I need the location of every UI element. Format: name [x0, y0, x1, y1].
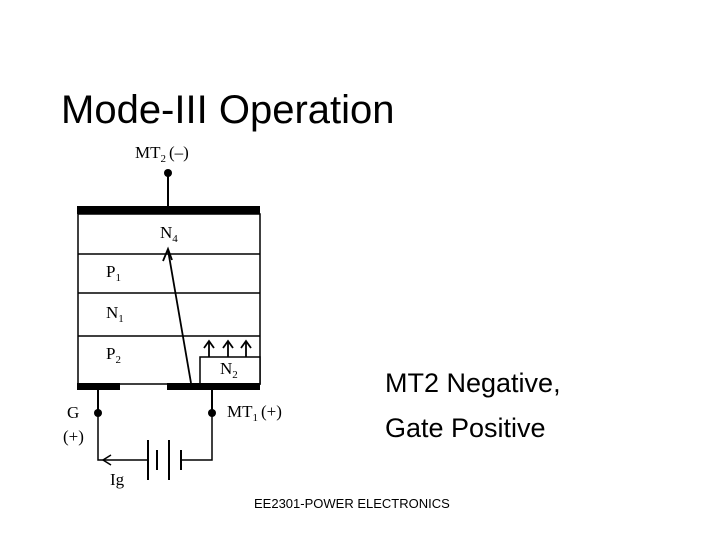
n2-region — [199, 356, 261, 385]
injection-arrows — [203, 339, 252, 357]
gate-polarity: (+) — [63, 427, 84, 446]
mt1-label: MT1(+) — [227, 402, 282, 424]
p2-label: P2 — [106, 344, 121, 366]
slide-title: Mode-III Operation — [61, 88, 395, 132]
caption-line-1: MT2 Negative, — [385, 368, 561, 398]
current-path-line — [167, 249, 192, 384]
mt2-terminal-dot — [164, 169, 172, 177]
footer-text: EE2301-POWER ELECTRONICS — [254, 496, 450, 511]
mt1-contact — [167, 383, 260, 390]
gate-circuit-wire-left — [97, 413, 148, 461]
current-path-arrowhead — [162, 246, 173, 262]
n2-label: N2 — [220, 359, 238, 381]
top-metal-contact — [77, 206, 260, 214]
device-body — [77, 213, 261, 385]
battery-symbol — [147, 440, 182, 480]
p1-label: P1 — [106, 262, 121, 284]
n4-label: N4 — [160, 223, 178, 245]
n1-label: N1 — [106, 303, 124, 325]
gate-current-arrowhead — [101, 454, 112, 466]
gate-label: G — [67, 403, 79, 422]
mt2-label: MT2(–) — [135, 143, 189, 165]
gate-contact — [77, 383, 120, 390]
gate-current-label: Ig — [110, 470, 125, 489]
caption-line-2: Gate Positive — [385, 413, 546, 443]
gate-circuit-wire-right — [181, 413, 213, 461]
